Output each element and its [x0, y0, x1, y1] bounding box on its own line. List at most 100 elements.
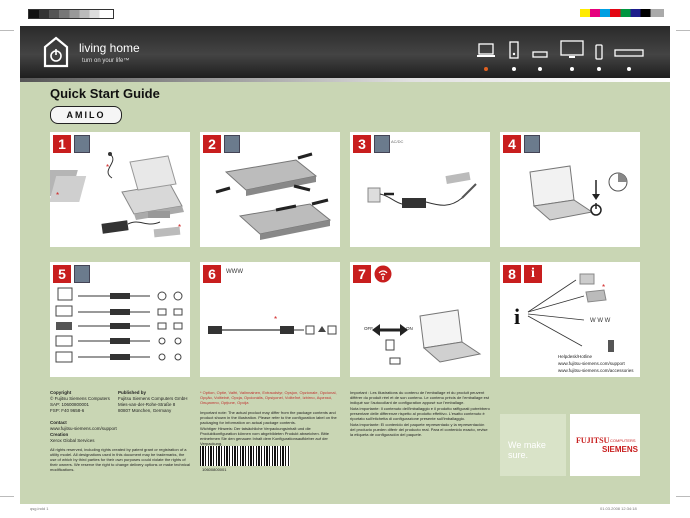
- step2-illustration: [215, 152, 332, 240]
- slug-left: qsg.indd 1: [30, 506, 49, 511]
- grayscale-bar: [28, 9, 114, 19]
- step-number: 1: [53, 135, 71, 153]
- creation-line: Xerox Global Services: [50, 438, 95, 443]
- optional-star: *: [602, 283, 606, 292]
- step-panel-1: 1 * * *: [50, 132, 190, 247]
- options-note: * Option, Optie, Valfri, Valinnainen, Ex…: [200, 390, 337, 405]
- step-number: 5: [53, 265, 71, 283]
- pda-icon: [595, 44, 603, 60]
- step8-illustration: [527, 273, 614, 352]
- we-make-sure-slogan: We make sure.: [508, 440, 546, 460]
- step5-illustration: [55, 287, 183, 363]
- important-note: Important note: The actual product may d…: [200, 410, 337, 425]
- barcode: [200, 446, 290, 466]
- rights-text: All rights reserved, including rights cr…: [50, 447, 190, 472]
- info-icon: i: [524, 265, 542, 283]
- device-dot: [597, 67, 601, 71]
- step-panel-8: 8 i i * W W W Helpdesk/Hotline www.fujit…: [500, 262, 640, 377]
- step-panel-5: 5: [50, 262, 190, 377]
- step3-illustration: [367, 171, 477, 208]
- header-band: living home turn on your life™: [20, 26, 670, 78]
- creation-title: Creation: [50, 432, 69, 437]
- switch-on-label: ON: [406, 326, 413, 331]
- chip-label: AC/DC: [391, 139, 404, 144]
- media-center-icon: [614, 49, 644, 57]
- crop-mark: [0, 30, 14, 31]
- contact-line: www.fujitsu-siemens.com/support: [50, 426, 117, 431]
- notebook-setup-icon: [524, 135, 540, 153]
- step7-illustration: [372, 309, 482, 365]
- monitor-icon: [560, 40, 584, 58]
- crop-mark: [676, 496, 690, 497]
- quick-start-poster: living home turn on your life™: [20, 26, 670, 504]
- step-number: 3: [353, 135, 371, 153]
- step-panel-6: 6 WWW *: [200, 262, 340, 377]
- nota-es: Nota importante: El contenido del paquet…: [350, 422, 488, 437]
- step1-illustration: [50, 152, 184, 238]
- fsc-brand: FUJITSU: [576, 436, 610, 445]
- device-dot: [512, 67, 516, 71]
- optional-star: *: [274, 315, 278, 324]
- step4-illustration: [529, 165, 628, 221]
- nota-importante: Nota importante: Il contenuto dell'imbal…: [350, 406, 490, 421]
- copyright-line: SAP: 10600800001: [50, 402, 90, 407]
- contact-title: Contact: [50, 420, 67, 425]
- optional-star: *: [106, 163, 110, 172]
- support-url[interactable]: www.fujitsu-siemens.com/support: [558, 361, 625, 366]
- step-number: 7: [353, 265, 371, 283]
- step-panel-7: 7 OFF ON: [350, 262, 490, 377]
- step-number: 6: [203, 265, 221, 283]
- unpack-box-icon: [74, 135, 90, 153]
- step-panel-2: 2: [200, 132, 340, 247]
- fsc-computers: COMPUTERS: [610, 438, 636, 443]
- notebook-icon: [477, 43, 495, 57]
- copyright-line: FSP: F40 9658-6: [50, 408, 85, 413]
- color-bar: [580, 9, 664, 17]
- device-dot: [538, 67, 542, 71]
- published-line: 80807 München, Germany: [118, 408, 172, 413]
- brand-tagline: turn on your life™: [82, 58, 130, 64]
- header-divider: [20, 78, 670, 82]
- desktop-tower-icon: [509, 41, 519, 59]
- step-panel-4: 4: [500, 132, 640, 247]
- info-large-icon: i: [514, 304, 521, 329]
- slug-right: 01.03.2008 12:34:18: [600, 506, 637, 511]
- accessories-url[interactable]: www.fujitsu-siemens.com/accessories: [558, 368, 634, 373]
- wireless-icon: [374, 265, 392, 283]
- device-dot: [570, 67, 574, 71]
- device-dot: [484, 67, 488, 71]
- wichtiger-note: Wichtiger Hinweis: Der tatsächliche Verp…: [200, 426, 329, 446]
- step-panel-3: 3 AC/DC: [350, 132, 490, 247]
- product-logo: AMILO: [50, 106, 122, 124]
- copyright-title: Copyright: [50, 390, 72, 395]
- published-title: Published by: [118, 390, 147, 395]
- important-fr: Important : Les illustrations du contenu…: [350, 390, 490, 405]
- crop-mark: [0, 496, 14, 497]
- power-adapter-icon: [374, 135, 390, 153]
- we-make-sure-box: We make sure.: [500, 414, 566, 476]
- step-number: 4: [503, 135, 521, 153]
- fsc-siemens: SIEMENS: [602, 445, 639, 454]
- step-number: 8: [503, 265, 521, 283]
- internet-icon: WWW: [226, 269, 243, 275]
- optional-star: *: [56, 191, 60, 200]
- connect-devices-icon: [74, 265, 90, 283]
- copyright-line: © Fujitsu Siemens Computers: [50, 396, 110, 401]
- crop-mark: [676, 30, 690, 31]
- switch-off-label: OFF: [364, 326, 373, 331]
- battery-icon: [224, 135, 240, 153]
- step6-illustration: [208, 325, 337, 335]
- step-number: 2: [203, 135, 221, 153]
- helpdesk-title: Helpdesk/Hotline: [558, 354, 593, 359]
- page-title: Quick Start Guide: [50, 86, 160, 101]
- device-dot: [627, 67, 631, 71]
- published-line: Fujitsu Siemens Computers GmbH: [118, 396, 188, 401]
- optional-star: *: [178, 223, 182, 232]
- published-line: Mies-van-der-Rohe-Straße 8: [118, 402, 176, 407]
- fsc-logo-box: FUJITSU COMPUTERS SIEMENS: [570, 414, 640, 476]
- brand-name: living home: [79, 41, 140, 55]
- barcode-number: 10600800001: [202, 467, 227, 472]
- router-icon: [532, 51, 548, 58]
- living-home-house-icon: [43, 36, 69, 68]
- www-label: W W W: [590, 318, 611, 324]
